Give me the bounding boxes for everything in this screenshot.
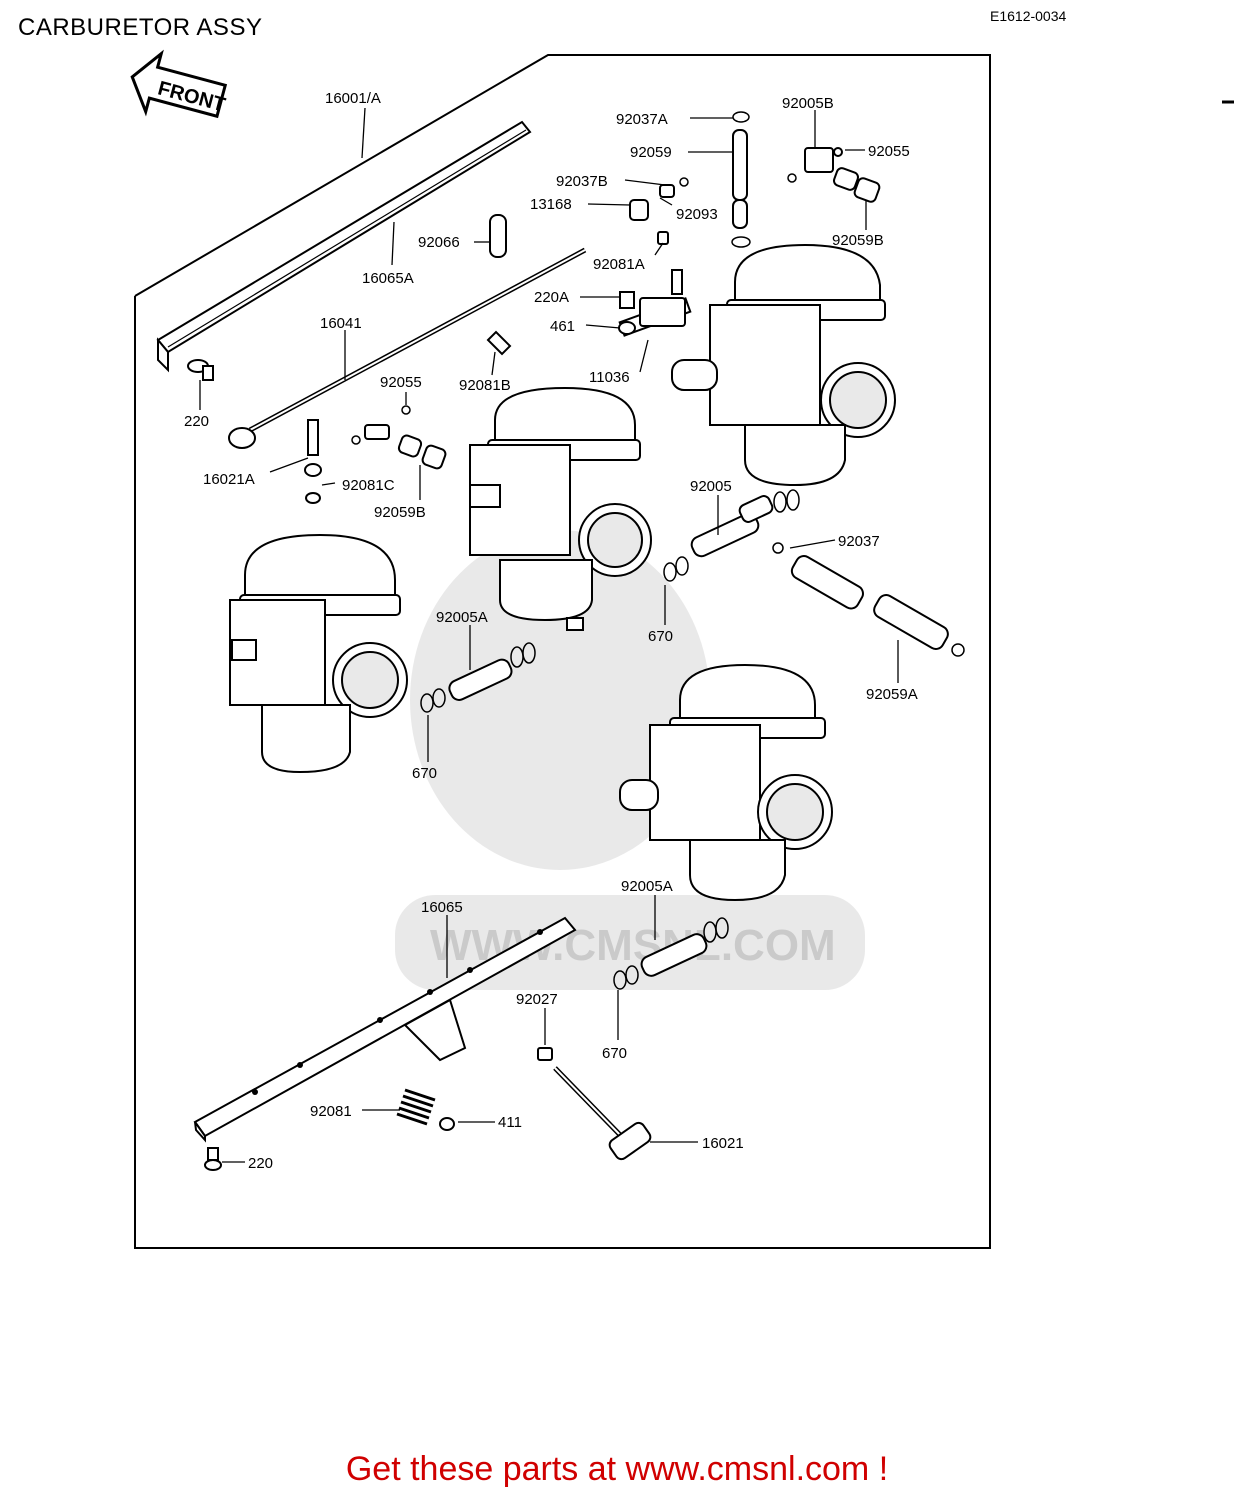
part-16001A-bar	[156, 120, 532, 373]
label-92081B: 92081B	[459, 377, 511, 394]
label-92081: 92081	[310, 1103, 352, 1120]
label-92005B: 92005B	[782, 95, 834, 112]
watermark: WWW.CMSNL.COM	[395, 530, 865, 990]
carburetor-right-bottom	[619, 663, 833, 902]
leader-lines	[199, 107, 899, 1163]
label-11036: 11036	[589, 369, 630, 386]
label-220-top: 220	[184, 413, 209, 430]
part-16021A-screw	[304, 419, 322, 504]
label-16021A: 16021A	[203, 471, 255, 488]
label-16021: 16021	[702, 1135, 744, 1152]
carburetor-left	[229, 533, 408, 774]
part-92005A-connector-lower	[613, 917, 729, 990]
carburetor-center	[469, 386, 652, 631]
label-92059: 92059	[630, 144, 672, 161]
part-16041-rod	[228, 247, 587, 449]
screw-220-top	[187, 359, 214, 381]
label-411: 411	[498, 1114, 522, 1131]
label-92037: 92037	[838, 533, 880, 550]
label-16041: 16041	[320, 315, 362, 332]
label-92037A: 92037A	[616, 111, 668, 128]
front-arrow-icon: FRONT	[130, 49, 228, 119]
label-92027: 92027	[516, 991, 558, 1008]
page-title: CARBURETOR ASSY	[18, 14, 263, 41]
label-16065A: 16065A	[362, 270, 414, 287]
label-13168: 13168	[530, 196, 572, 213]
label-92093: 92093	[676, 206, 718, 223]
diagram-code: E1612-0034	[990, 8, 1067, 24]
label-92055-mid: 92055	[380, 374, 422, 391]
carburetor-right-top	[618, 243, 896, 487]
label-92059B-mid: 92059B	[374, 504, 426, 521]
label-670-left: 670	[412, 765, 437, 782]
label-92005A-lower: 92005A	[621, 878, 673, 895]
exploded-parts-diagram: WWW.CMSNL.COM FRONT	[130, 49, 1234, 1249]
label-92066: 92066	[418, 234, 460, 251]
part-labels: 16001/A 92037A 92005B 92059 92055 92037B…	[184, 90, 918, 1172]
label-92005: 92005	[690, 478, 732, 495]
part-92081-spring	[396, 1088, 436, 1126]
part-92027-nut	[537, 1047, 553, 1061]
label-16065: 16065	[421, 899, 463, 916]
part-16065-bracket	[193, 916, 577, 1143]
diagram-frame	[134, 54, 991, 1249]
label-92059A: 92059A	[866, 686, 918, 703]
part-92005-connector	[663, 489, 965, 657]
label-220-bottom: 220	[248, 1155, 273, 1172]
part-92005A-connector-upper	[420, 642, 536, 713]
label-461: 461	[550, 318, 575, 335]
label-92081A: 92081A	[593, 256, 645, 273]
label-92005A-upper: 92005A	[436, 609, 488, 626]
label-16001A: 16001/A	[325, 90, 381, 107]
label-92059B-top: 92059B	[832, 232, 884, 249]
label-670-bottom: 670	[602, 1045, 627, 1062]
label-92081C: 92081C	[342, 477, 395, 494]
footer-link[interactable]: Get these parts at www.cmsnl.com !	[345, 1450, 889, 1488]
label-670-right: 670	[648, 628, 673, 645]
label-220A: 220A	[534, 289, 569, 306]
label-92055-top: 92055	[868, 143, 910, 160]
part-411-nut	[439, 1117, 455, 1131]
fittings	[351, 111, 881, 470]
screw-220-bottom	[204, 1147, 222, 1171]
label-92037B: 92037B	[556, 173, 608, 190]
part-16021-screw	[553, 1066, 652, 1161]
